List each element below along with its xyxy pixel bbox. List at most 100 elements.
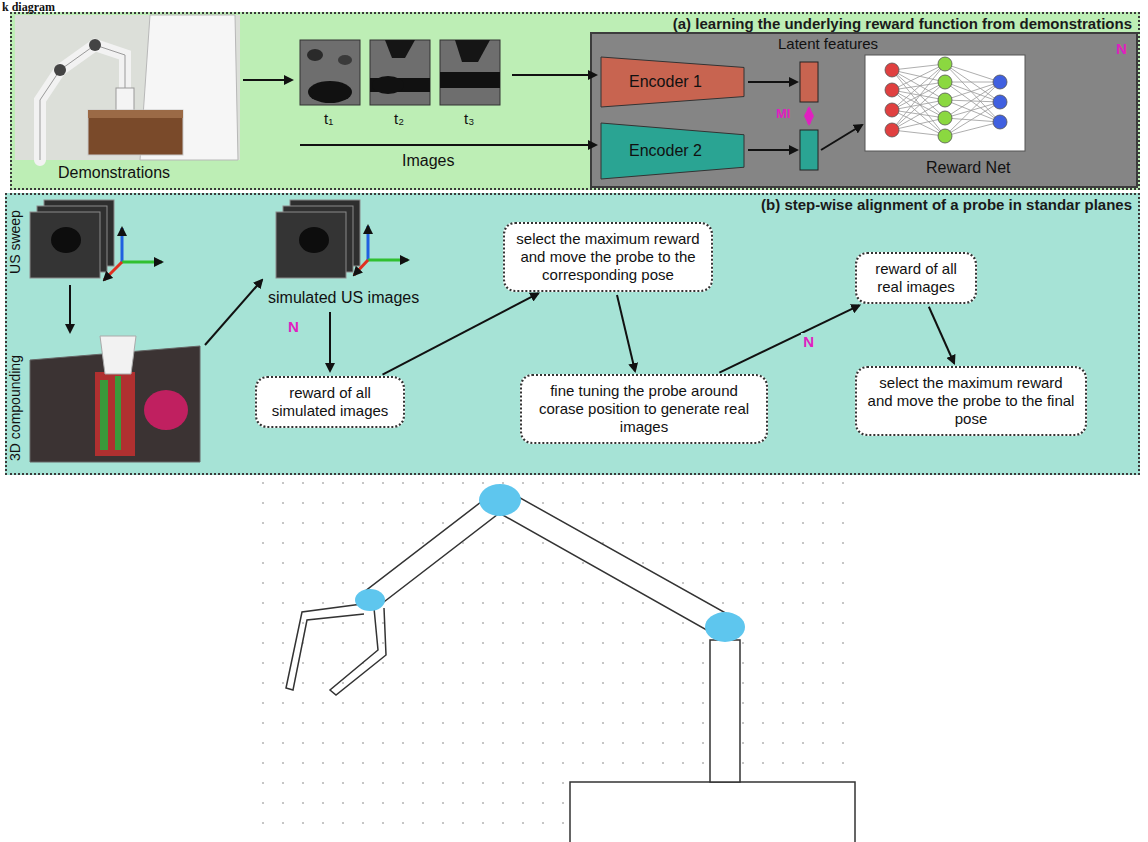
time-label: t₂ <box>394 110 404 128</box>
node-text: Encoder 1 <box>629 73 716 91</box>
network-link <box>945 64 1000 102</box>
flow-arrow <box>821 125 862 150</box>
network-neuron <box>938 111 952 125</box>
network-link <box>945 100 1000 102</box>
3d-compounding-figure <box>30 336 200 462</box>
label-holder: Reward Net <box>926 158 1010 177</box>
network-link <box>892 90 945 118</box>
network-neuron <box>938 75 952 89</box>
label-holder: k diagram <box>2 0 55 15</box>
label-holder: MI <box>776 106 790 122</box>
robot-joint <box>89 39 101 51</box>
axes-symbol <box>354 226 408 275</box>
flow-arrow <box>512 74 596 76</box>
encoder-block: Encoder 1 <box>600 56 745 108</box>
robot-arm-sketch <box>286 484 855 842</box>
network-link <box>892 70 945 82</box>
network-link <box>945 122 1000 136</box>
robot-arm <box>40 45 125 160</box>
simulated-stack <box>276 200 360 278</box>
network-link <box>892 100 945 130</box>
axis-label: Images <box>402 151 454 170</box>
node-text: fine tuning the probe around corase posi… <box>530 382 758 436</box>
latent-box: Latent featuresEncoder 1Encoder 2 <box>590 32 1138 188</box>
flow-arrow <box>243 79 292 81</box>
latent-feature-teal <box>800 130 818 170</box>
encoder-trapezoid <box>601 123 744 179</box>
phantom-box <box>88 110 183 155</box>
label-holder: t₁ <box>324 110 333 128</box>
network-link <box>892 110 945 136</box>
node-text: reward of all simulated images <box>265 384 395 420</box>
flow-arrow <box>719 305 859 372</box>
probe <box>116 88 134 113</box>
network-link <box>945 82 1000 100</box>
network-link <box>892 130 945 136</box>
label-holder: t₃ <box>464 110 474 128</box>
edge-label: N <box>801 333 816 351</box>
node-text: Latent features <box>592 34 1136 53</box>
figure-label: Reward Net <box>926 158 1010 177</box>
network-link <box>892 64 945 90</box>
label-holder: N <box>288 318 299 336</box>
axes-symbol <box>104 228 162 280</box>
demonstration-photo <box>15 15 240 160</box>
network-link <box>892 110 945 118</box>
network-link <box>945 64 1000 82</box>
side-label: 3D compounding <box>7 355 24 461</box>
mutual-information-arrow <box>808 108 811 124</box>
label-holder: N <box>801 333 816 351</box>
network-link <box>945 64 1000 122</box>
network-neuron <box>885 123 899 137</box>
caption-label: Demonstrations <box>58 163 170 182</box>
flow-arrow <box>929 307 954 364</box>
time-axis-arrow <box>300 144 596 146</box>
time-label: t₁ <box>324 110 333 128</box>
label-holder: 3D compounding <box>7 355 24 461</box>
side-label: US sweep <box>7 210 24 274</box>
network-link <box>945 118 1000 122</box>
flow-arrow <box>69 285 71 332</box>
us-image <box>440 40 500 105</box>
process-box: select the maximum reward and move the p… <box>855 366 1087 436</box>
label-holder: Demonstrations <box>58 163 170 182</box>
count-label: N <box>288 318 299 336</box>
label-holder: simulated US images <box>268 288 419 307</box>
node-text: reward of all real images <box>865 260 967 296</box>
process-box: fine tuning the probe around corase posi… <box>520 374 768 444</box>
network-link <box>945 100 1000 122</box>
process-box: reward of all simulated images <box>255 376 405 428</box>
network-link <box>945 82 1000 102</box>
network-link <box>892 70 945 136</box>
network-link <box>892 90 945 136</box>
heading-fragment: k diagram <box>2 0 55 15</box>
network-link <box>892 82 945 90</box>
process-box: reward of all real images <box>855 252 977 304</box>
network-neuron <box>993 75 1007 89</box>
flow-arrow <box>748 149 797 151</box>
flow-arrow <box>748 81 797 83</box>
dot-grid <box>255 478 855 842</box>
network-link <box>892 82 945 110</box>
network-link <box>892 64 945 110</box>
label-holder: Images <box>402 151 454 170</box>
network-neuron <box>938 129 952 143</box>
panel-title: (b) step-wise alignment of a probe in st… <box>7 195 1138 214</box>
network-link <box>892 90 945 100</box>
network-neuron <box>885 63 899 77</box>
node-text: select the maximum reward and move the p… <box>513 230 703 284</box>
robot-joint <box>54 64 66 76</box>
network-neuron <box>993 115 1007 129</box>
panel-band: (b) step-wise alignment of a probe in st… <box>5 193 1140 475</box>
latent-feature-red <box>800 62 818 102</box>
network-link <box>945 82 1000 118</box>
neural-network <box>885 57 1007 143</box>
network-link <box>945 82 1000 122</box>
network-link <box>892 64 945 70</box>
time-label: t₃ <box>464 110 474 128</box>
label-holder: US sweep <box>7 210 24 274</box>
network-neuron <box>885 83 899 97</box>
network-link <box>892 70 945 118</box>
network-neuron <box>885 103 899 117</box>
